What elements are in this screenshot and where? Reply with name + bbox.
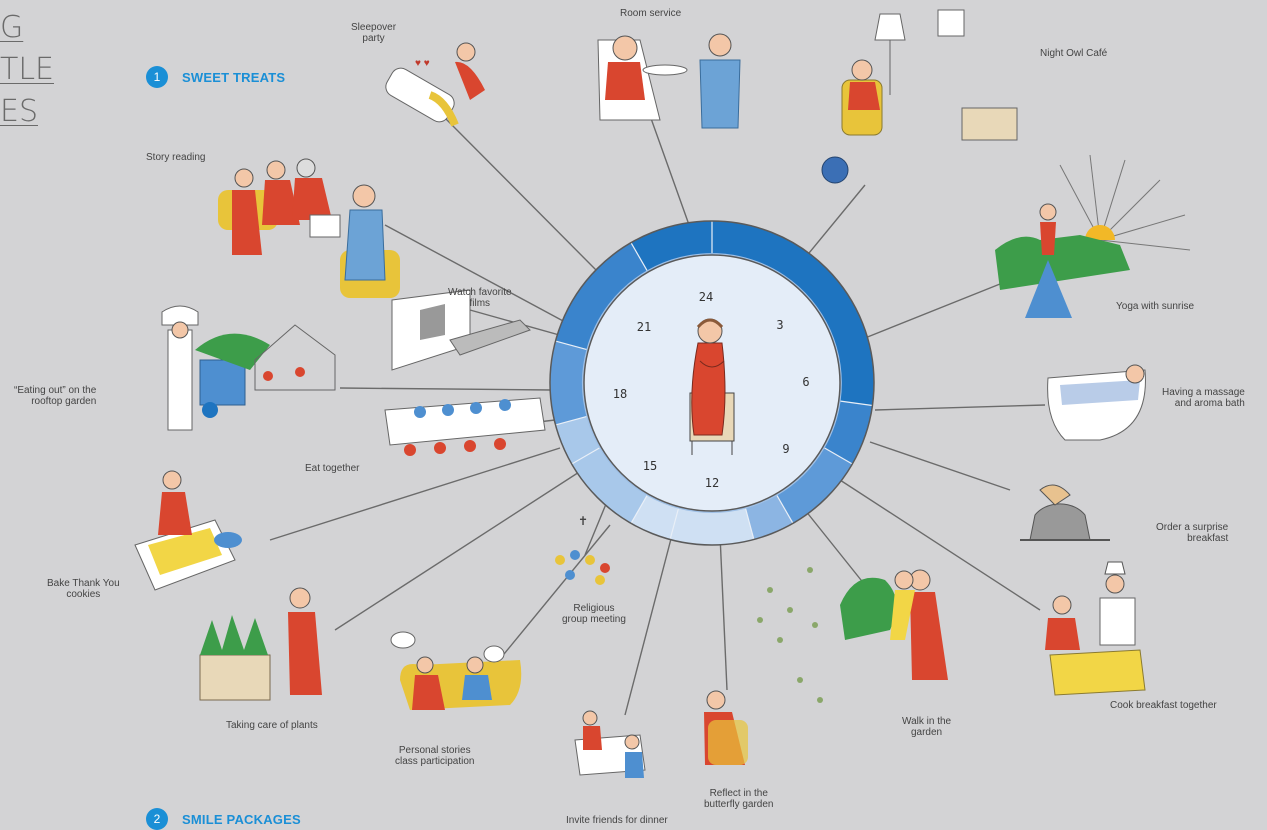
vignette-invite-friends	[574, 710, 646, 778]
vignette-cook-breakfast	[1045, 561, 1146, 696]
hour-21: 21	[637, 320, 651, 334]
label-watch-favorite-films: Watch favorite films	[448, 287, 512, 309]
clock-hours: 24 3 6 9 12 15 18 21	[613, 290, 810, 490]
connector-night-owl	[799, 184, 866, 265]
ring-segment-noon-prep	[745, 495, 793, 540]
ring-segment-afternoon	[555, 416, 647, 524]
ring-segment-late-morning	[777, 448, 853, 524]
ring-dividers	[555, 221, 873, 540]
title-line-2: TLE	[0, 52, 54, 87]
connector-story-reading	[384, 224, 566, 323]
hour-9: 9	[782, 442, 789, 456]
connector-lines	[269, 109, 1046, 716]
connector-room-service	[647, 109, 694, 237]
label-personal-stories: Personal stories class participation	[395, 745, 475, 767]
label-night-owl-cafe: Night Owl Café	[1040, 48, 1108, 59]
hour-6: 6	[802, 375, 809, 389]
hour-12: 12	[705, 476, 719, 490]
vignette-eat-together	[384, 397, 546, 456]
connector-yoga	[859, 279, 1011, 341]
connector-plants	[334, 464, 591, 631]
section-number-badge: 1	[146, 66, 168, 88]
vignette-surprise-breakfast	[1020, 484, 1110, 541]
vignette-watch-films	[391, 289, 531, 371]
section-number-badge: 2	[146, 808, 168, 830]
vignette-night-owl	[821, 9, 1018, 184]
label-room-service: Room service	[620, 8, 682, 19]
vignette-reflect	[704, 690, 748, 765]
clock: 24 3 6 9 12 15 18 21	[549, 220, 875, 546]
section-label: SMILE PACKAGES	[182, 811, 301, 827]
vignette-bake-cookies	[134, 470, 242, 591]
connector-reflect	[719, 534, 728, 691]
vignette-personal-stories	[390, 631, 522, 710]
ring-segment-midday	[631, 495, 754, 546]
label-sleepover-party: Sleepover party	[351, 22, 397, 44]
label-walk-in-the-garden: Walk in the garden	[902, 716, 952, 738]
connector-massage	[874, 404, 1046, 411]
label-bake-cookies: Bake Thank You cookies	[47, 578, 120, 600]
vignette-story-reading	[218, 158, 400, 298]
label-massage-aroma-bath: Having a massage and aroma bath	[1162, 387, 1245, 409]
section-sweet-treats: 1 SWEET TREATS	[146, 66, 285, 88]
ring-segment-morning	[824, 401, 873, 464]
label-eat-together: Eat together	[305, 463, 360, 474]
hour-24: 24	[699, 290, 713, 304]
vignette-yoga	[995, 154, 1191, 318]
vignette-room-service	[597, 33, 741, 129]
connector-personal-stories	[494, 524, 611, 666]
section-label: SWEET TREATS	[182, 69, 286, 85]
vignette-walk-garden	[757, 567, 948, 703]
vignette-eating-out	[161, 305, 336, 431]
ring-segment-late-evening	[555, 242, 647, 350]
label-surprise-breakfast: Order a surprise breakfast	[1156, 522, 1229, 544]
label-yoga-with-sunrise: Yoga with sunrise	[1116, 301, 1195, 312]
label-cook-breakfast-together: Cook breakfast together	[1110, 700, 1217, 711]
label-religious-group-meeting: Religious group meeting	[562, 603, 626, 625]
vignette-massage	[1047, 364, 1146, 441]
vignette-sleepover: ♥ ♥	[385, 42, 485, 127]
seated-woman-illustration	[689, 318, 735, 455]
hour-18: 18	[613, 387, 627, 401]
connector-cook-breakfast	[839, 479, 1041, 611]
vignette-plants	[199, 587, 322, 701]
label-eating-out-rooftop: “Eating out” on the rooftop garden	[14, 385, 97, 407]
section-smile-packages: 2 SMILE PACKAGES	[146, 808, 301, 830]
connector-eating-out	[339, 387, 553, 391]
vignette-religious: ✝	[555, 514, 610, 585]
title-line-3: ES	[0, 94, 38, 129]
label-story-reading: Story reading	[146, 152, 206, 163]
svg-text:♥ ♥: ♥ ♥	[415, 58, 430, 69]
label-reflect-butterfly-garden: Reflect in the butterfly garden	[704, 788, 774, 810]
ring-segment-evening	[549, 341, 587, 425]
connector-sleepover	[444, 117, 599, 273]
connector-bake-cookies	[269, 447, 561, 541]
label-taking-care-of-plants: Taking care of plants	[226, 720, 318, 731]
connector-surprise-breakfast	[869, 441, 1011, 491]
label-invite-friends-dinner: Invite friends for dinner	[566, 815, 668, 826]
hour-15: 15	[643, 459, 657, 473]
ring-segment-night	[631, 221, 874, 406]
title-line-1: G	[0, 10, 24, 45]
svg-text:✝: ✝	[578, 514, 588, 528]
hour-3: 3	[776, 318, 783, 332]
connector-invite-friends	[624, 534, 673, 716]
